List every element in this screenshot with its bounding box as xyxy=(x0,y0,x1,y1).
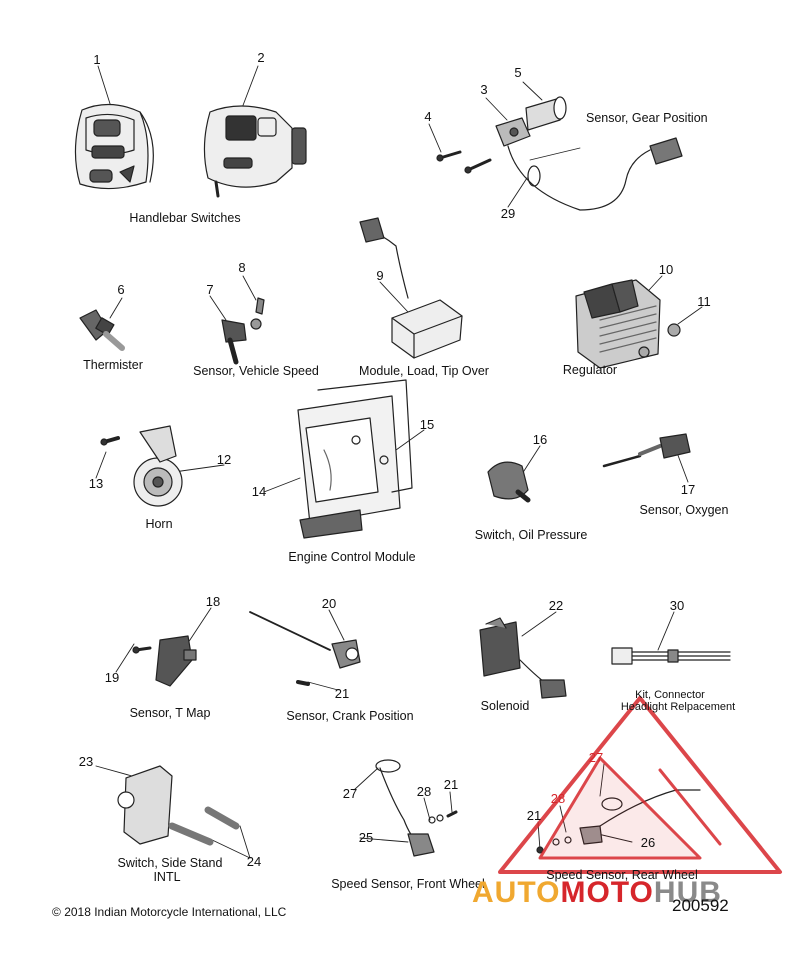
callout-number: 27 xyxy=(342,786,358,801)
callout-number: 29 xyxy=(500,206,516,221)
callout-number: 10 xyxy=(658,262,674,277)
callout-number: 8 xyxy=(238,260,246,275)
caption-connector-kit-line2: Headlight Relpacement xyxy=(620,701,736,713)
callout-number: 21 xyxy=(526,808,542,823)
leader-lines xyxy=(95,65,703,859)
callout-number: 3 xyxy=(480,82,488,97)
callout-number: 18 xyxy=(205,594,221,609)
callout-number: 23 xyxy=(78,754,94,769)
caption-vehicle-speed-sensor: Sensor, Vehicle Speed xyxy=(193,364,319,378)
callout-number: 30 xyxy=(669,598,685,613)
horn-part xyxy=(100,425,183,507)
connector-kit-part xyxy=(611,647,731,665)
watermark-text: AUTOMOTOHUB xyxy=(472,878,722,908)
callout-number: 20 xyxy=(321,596,337,611)
callout-number: 19 xyxy=(104,670,120,685)
vehicle-speed-sensor-part xyxy=(221,297,265,365)
callout-number: 6 xyxy=(117,282,125,297)
watermark-part-2: MOTO xyxy=(560,876,654,909)
caption-crank-position-sensor: Sensor, Crank Position xyxy=(286,709,414,723)
caption-engine-control-module: Engine Control Module xyxy=(288,550,416,564)
handlebar-switch-right-part xyxy=(203,105,307,198)
gear-position-sensor-part xyxy=(436,96,683,211)
copyright-notice: © 2018 Indian Motorcycle International, … xyxy=(52,905,286,919)
callout-number: 24 xyxy=(246,854,262,869)
caption-solenoid: Solenoid xyxy=(480,699,530,713)
caption-tip-over-module: Module, Load, Tip Over xyxy=(359,364,489,378)
caption-thermister: Thermister xyxy=(83,358,143,372)
callout-number: 26 xyxy=(640,835,656,850)
watermark-part-3: HUB xyxy=(653,876,722,909)
figure-number: 200592 xyxy=(672,896,729,915)
regulator-part xyxy=(575,279,681,369)
callout-number: 15 xyxy=(419,417,435,432)
callout-number: 9 xyxy=(376,268,384,283)
callout-number: 16 xyxy=(532,432,548,447)
caption-side-stand-switch-line2: INTL xyxy=(153,870,181,884)
callout-number: 21 xyxy=(334,686,350,701)
caption-horn: Horn xyxy=(145,517,173,531)
callout-number: 27 xyxy=(588,750,604,765)
callout-number: 11 xyxy=(697,294,711,309)
solenoid-part xyxy=(479,617,567,699)
caption-handlebar-switches: Handlebar Switches xyxy=(129,211,241,225)
caption-side-stand-switch-line1: Switch, Side Stand xyxy=(117,856,223,870)
callout-number: 21 xyxy=(443,777,459,792)
callout-number: 17 xyxy=(680,482,696,497)
side-stand-switch-part xyxy=(117,765,240,846)
caption-t-map-sensor: Sensor, T Map xyxy=(129,706,211,720)
t-map-sensor-part xyxy=(132,635,197,687)
crank-position-sensor-part xyxy=(249,611,361,686)
watermark-logo-mark xyxy=(498,696,782,874)
callout-number: 1 xyxy=(93,52,101,67)
callout-number: 25 xyxy=(358,830,374,845)
copyright-text: 2018 Indian Motorcycle International, LL… xyxy=(64,905,287,919)
caption-oxygen-sensor: Sensor, Oxygen xyxy=(639,503,729,517)
callout-number: 7 xyxy=(206,282,214,297)
engine-control-module-part xyxy=(297,379,413,539)
callout-number: 14 xyxy=(251,484,267,499)
caption-regulator: Regulator xyxy=(562,363,618,377)
watermark-part-1: AUTO xyxy=(472,876,561,909)
caption-oil-pressure-switch: Switch, Oil Pressure xyxy=(474,528,588,542)
callout-number: 28 xyxy=(416,784,432,799)
caption-connector-kit-line1: Kit, Connector xyxy=(635,689,705,701)
caption-rear-wheel-speed-sensor: Speed Sensor, Rear Wheel xyxy=(546,868,698,882)
callout-number: 12 xyxy=(216,452,232,467)
caption-front-wheel-speed-sensor: Speed Sensor, Front Wheel xyxy=(331,877,485,891)
tip-over-module-part xyxy=(359,217,463,359)
caption-gear-position-sensor: Sensor, Gear Position xyxy=(586,111,708,125)
handlebar-switch-left-part xyxy=(74,103,154,190)
thermister-part xyxy=(79,309,125,351)
callout-number: 4 xyxy=(424,109,432,124)
callout-number: 22 xyxy=(548,598,564,613)
callout-number: 28 xyxy=(550,791,566,806)
copyright-symbol: © xyxy=(52,905,61,919)
callout-number: 5 xyxy=(514,65,522,80)
front-wheel-speed-sensor-part xyxy=(375,759,458,857)
oil-pressure-switch-part xyxy=(487,461,531,503)
callout-number: 13 xyxy=(88,476,104,491)
oxygen-sensor-part xyxy=(602,433,691,468)
callout-number: 2 xyxy=(257,50,265,65)
